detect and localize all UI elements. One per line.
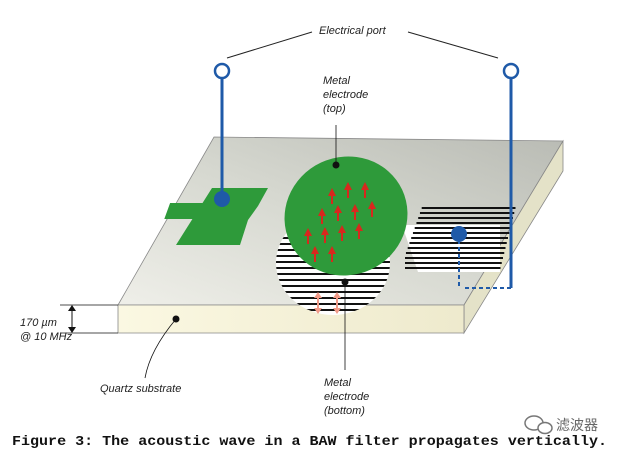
top-electrode <box>164 156 408 276</box>
port-terminal-left[interactable] <box>213 62 231 80</box>
label-metal-bottom-3: (bottom) <box>324 405 365 417</box>
label-electrical-port: Electrical port <box>319 25 387 37</box>
port-terminal-right[interactable] <box>502 62 520 80</box>
watermark-text: 滤波器 <box>556 418 598 434</box>
port-contact-right <box>451 226 467 242</box>
label-metal-top-1: Metal <box>323 75 350 87</box>
port-leader-right <box>407 31 499 59</box>
port-contact-left <box>214 191 230 207</box>
bottom-wave-arrows <box>314 292 341 314</box>
label-metal-bottom-2: electrode <box>324 391 369 403</box>
substrate-front-face <box>117 304 465 334</box>
label-metal-bottom-1: Metal <box>324 377 351 389</box>
wechat-icon <box>524 415 553 435</box>
label-metal-top-2: electrode <box>323 89 368 101</box>
label-quartz-substrate: Quartz substrate <box>100 383 181 395</box>
label-thickness-2: @ 10 MHz <box>20 331 73 343</box>
watermark: 滤波器 <box>524 415 598 435</box>
port-leader-left <box>226 31 313 59</box>
callout-line-quartz <box>144 318 177 379</box>
figure-caption: Figure 3: The acoustic wave in a BAW fil… <box>12 435 607 450</box>
acoustic-wave-arrows <box>304 182 376 262</box>
bottom-electrode-arm <box>402 207 516 272</box>
label-metal-top-3: (top) <box>323 103 346 115</box>
label-thickness-1: 170 µm <box>20 317 57 329</box>
